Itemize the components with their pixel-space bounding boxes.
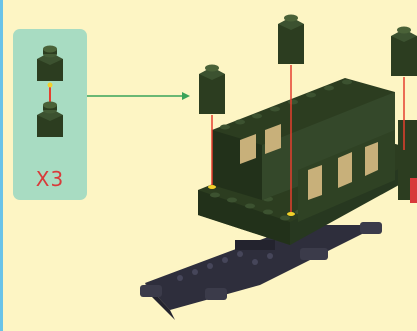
stud-target <box>287 212 295 216</box>
car-body <box>198 78 417 245</box>
pointer-arrow-icon <box>87 92 190 100</box>
assembly-model-icon <box>140 15 417 321</box>
chassis <box>140 222 382 320</box>
brick-1x1-icon <box>199 65 225 115</box>
brick-1x1-icon <box>278 15 304 65</box>
stud-target <box>208 185 216 189</box>
brick-1x1-icon <box>391 27 417 77</box>
